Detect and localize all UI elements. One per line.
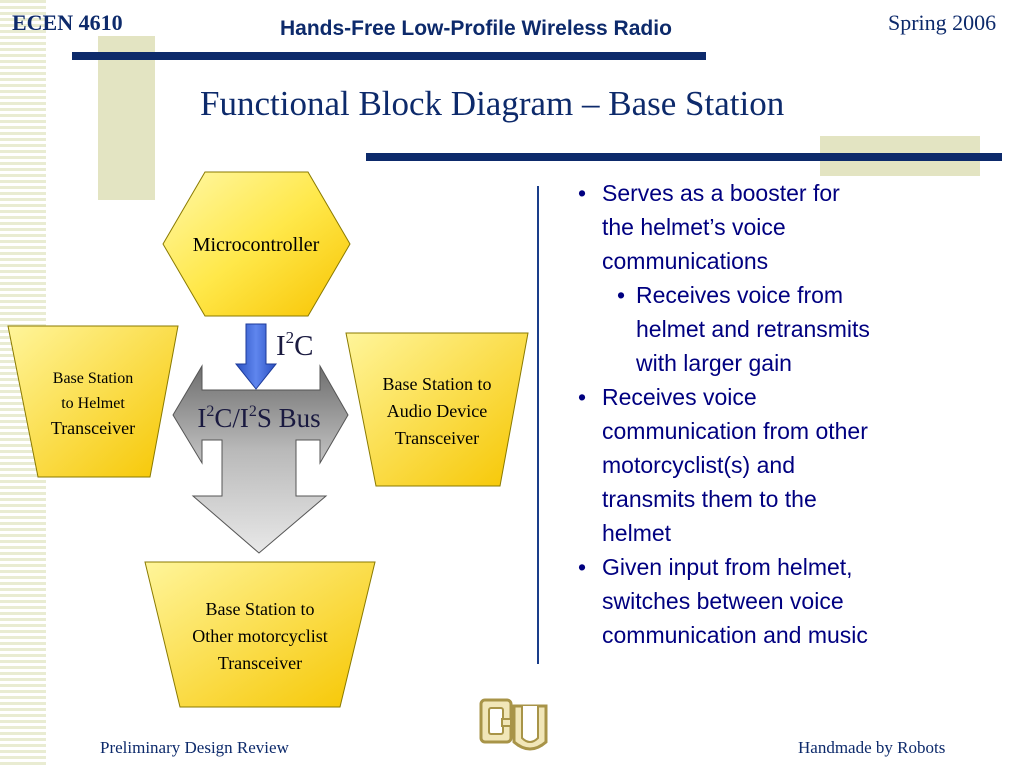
bullet-item: • Receives voice communication from othe… bbox=[570, 380, 950, 550]
bullet-dot: • bbox=[617, 282, 626, 308]
helmet-transceiver-line: Transceiver bbox=[51, 418, 135, 438]
audio-transceiver-line: Base Station to bbox=[383, 374, 492, 394]
term-label: Spring 2006 bbox=[888, 10, 997, 35]
bullet-line: helmet and retransmits bbox=[636, 316, 870, 342]
i2c-label-sup: 2 bbox=[286, 328, 295, 347]
title-rule bbox=[366, 153, 1002, 161]
bullet-item: • Serves as a booster for the helmet’s v… bbox=[570, 176, 950, 278]
bullet-line: Receives voice from bbox=[636, 282, 844, 308]
bus-label-part: C/I bbox=[214, 403, 249, 433]
course-code: ECEN 4610 bbox=[12, 10, 123, 35]
motorcyclist-transceiver-line: Other motorcyclist bbox=[192, 626, 327, 646]
olive-accent-block-left bbox=[98, 36, 155, 200]
bus-arrow-shape bbox=[172, 364, 349, 554]
bullet-line: motorcyclist(s) and bbox=[602, 452, 795, 478]
bullet-dot: • bbox=[578, 384, 587, 410]
audio-transceiver-block bbox=[345, 332, 529, 487]
bullet-line: transmits them to the bbox=[602, 486, 817, 512]
bullet-dot: • bbox=[578, 554, 587, 580]
bus-label: I2C/I2S Bus bbox=[197, 403, 320, 433]
bus-label-sup: 2 bbox=[249, 403, 257, 420]
i2c-label-part: I bbox=[276, 330, 286, 362]
footer-right: Handmade by Robots bbox=[798, 738, 946, 757]
column-divider bbox=[537, 186, 539, 664]
i2c-label-part: C bbox=[294, 330, 313, 362]
bullet-line: Receives voice bbox=[602, 384, 757, 410]
audio-transceiver-line: Transceiver bbox=[395, 428, 479, 448]
audio-transceiver-line: Audio Device bbox=[387, 401, 487, 421]
bullet-line: switches between voice bbox=[602, 588, 844, 614]
helmet-transceiver-block bbox=[7, 325, 179, 478]
i2c-label: I2C bbox=[276, 328, 314, 362]
helmet-transceiver-line: Base Station bbox=[53, 370, 133, 387]
bullet-line: helmet bbox=[602, 520, 672, 546]
footer-left: Preliminary Design Review bbox=[100, 738, 289, 757]
microcontroller-block bbox=[162, 171, 351, 317]
helmet-transceiver-line: to Helmet bbox=[61, 395, 125, 412]
motorcyclist-transceiver-block bbox=[144, 561, 376, 708]
motorcyclist-transceiver-line: Base Station to bbox=[206, 599, 315, 619]
bullet-line: communication and music bbox=[602, 622, 868, 648]
slide-title: Functional Block Diagram – Base Station bbox=[200, 84, 785, 123]
bullet-line: Given input from helmet, bbox=[602, 554, 853, 580]
cu-logo-icon bbox=[479, 698, 548, 751]
bullet-line: with larger gain bbox=[636, 350, 792, 376]
bullet-line: communication from other bbox=[602, 418, 868, 444]
bullet-line: the helmet’s voice bbox=[602, 214, 786, 240]
sub-bullet-item: • Receives voice from helmet and retrans… bbox=[570, 278, 950, 380]
project-title: Hands-Free Low-Profile Wireless Radio bbox=[280, 17, 672, 40]
bullet-line: communications bbox=[602, 248, 769, 274]
header-rule bbox=[72, 52, 706, 60]
bus-label-part: I bbox=[197, 403, 206, 433]
bullet-line: Serves as a booster for bbox=[602, 180, 840, 206]
bullet-dot: • bbox=[578, 180, 587, 206]
bullet-item: • Given input from helmet, switches betw… bbox=[570, 550, 950, 652]
bus-label-sup: 2 bbox=[206, 403, 214, 420]
i2c-down-arrow bbox=[234, 323, 278, 390]
bullet-list: • Serves as a booster for the helmet’s v… bbox=[570, 176, 950, 652]
motorcyclist-transceiver-line: Transceiver bbox=[218, 653, 302, 673]
microcontroller-label: Microcontroller bbox=[193, 234, 320, 256]
bus-label-part: S Bus bbox=[257, 403, 321, 433]
